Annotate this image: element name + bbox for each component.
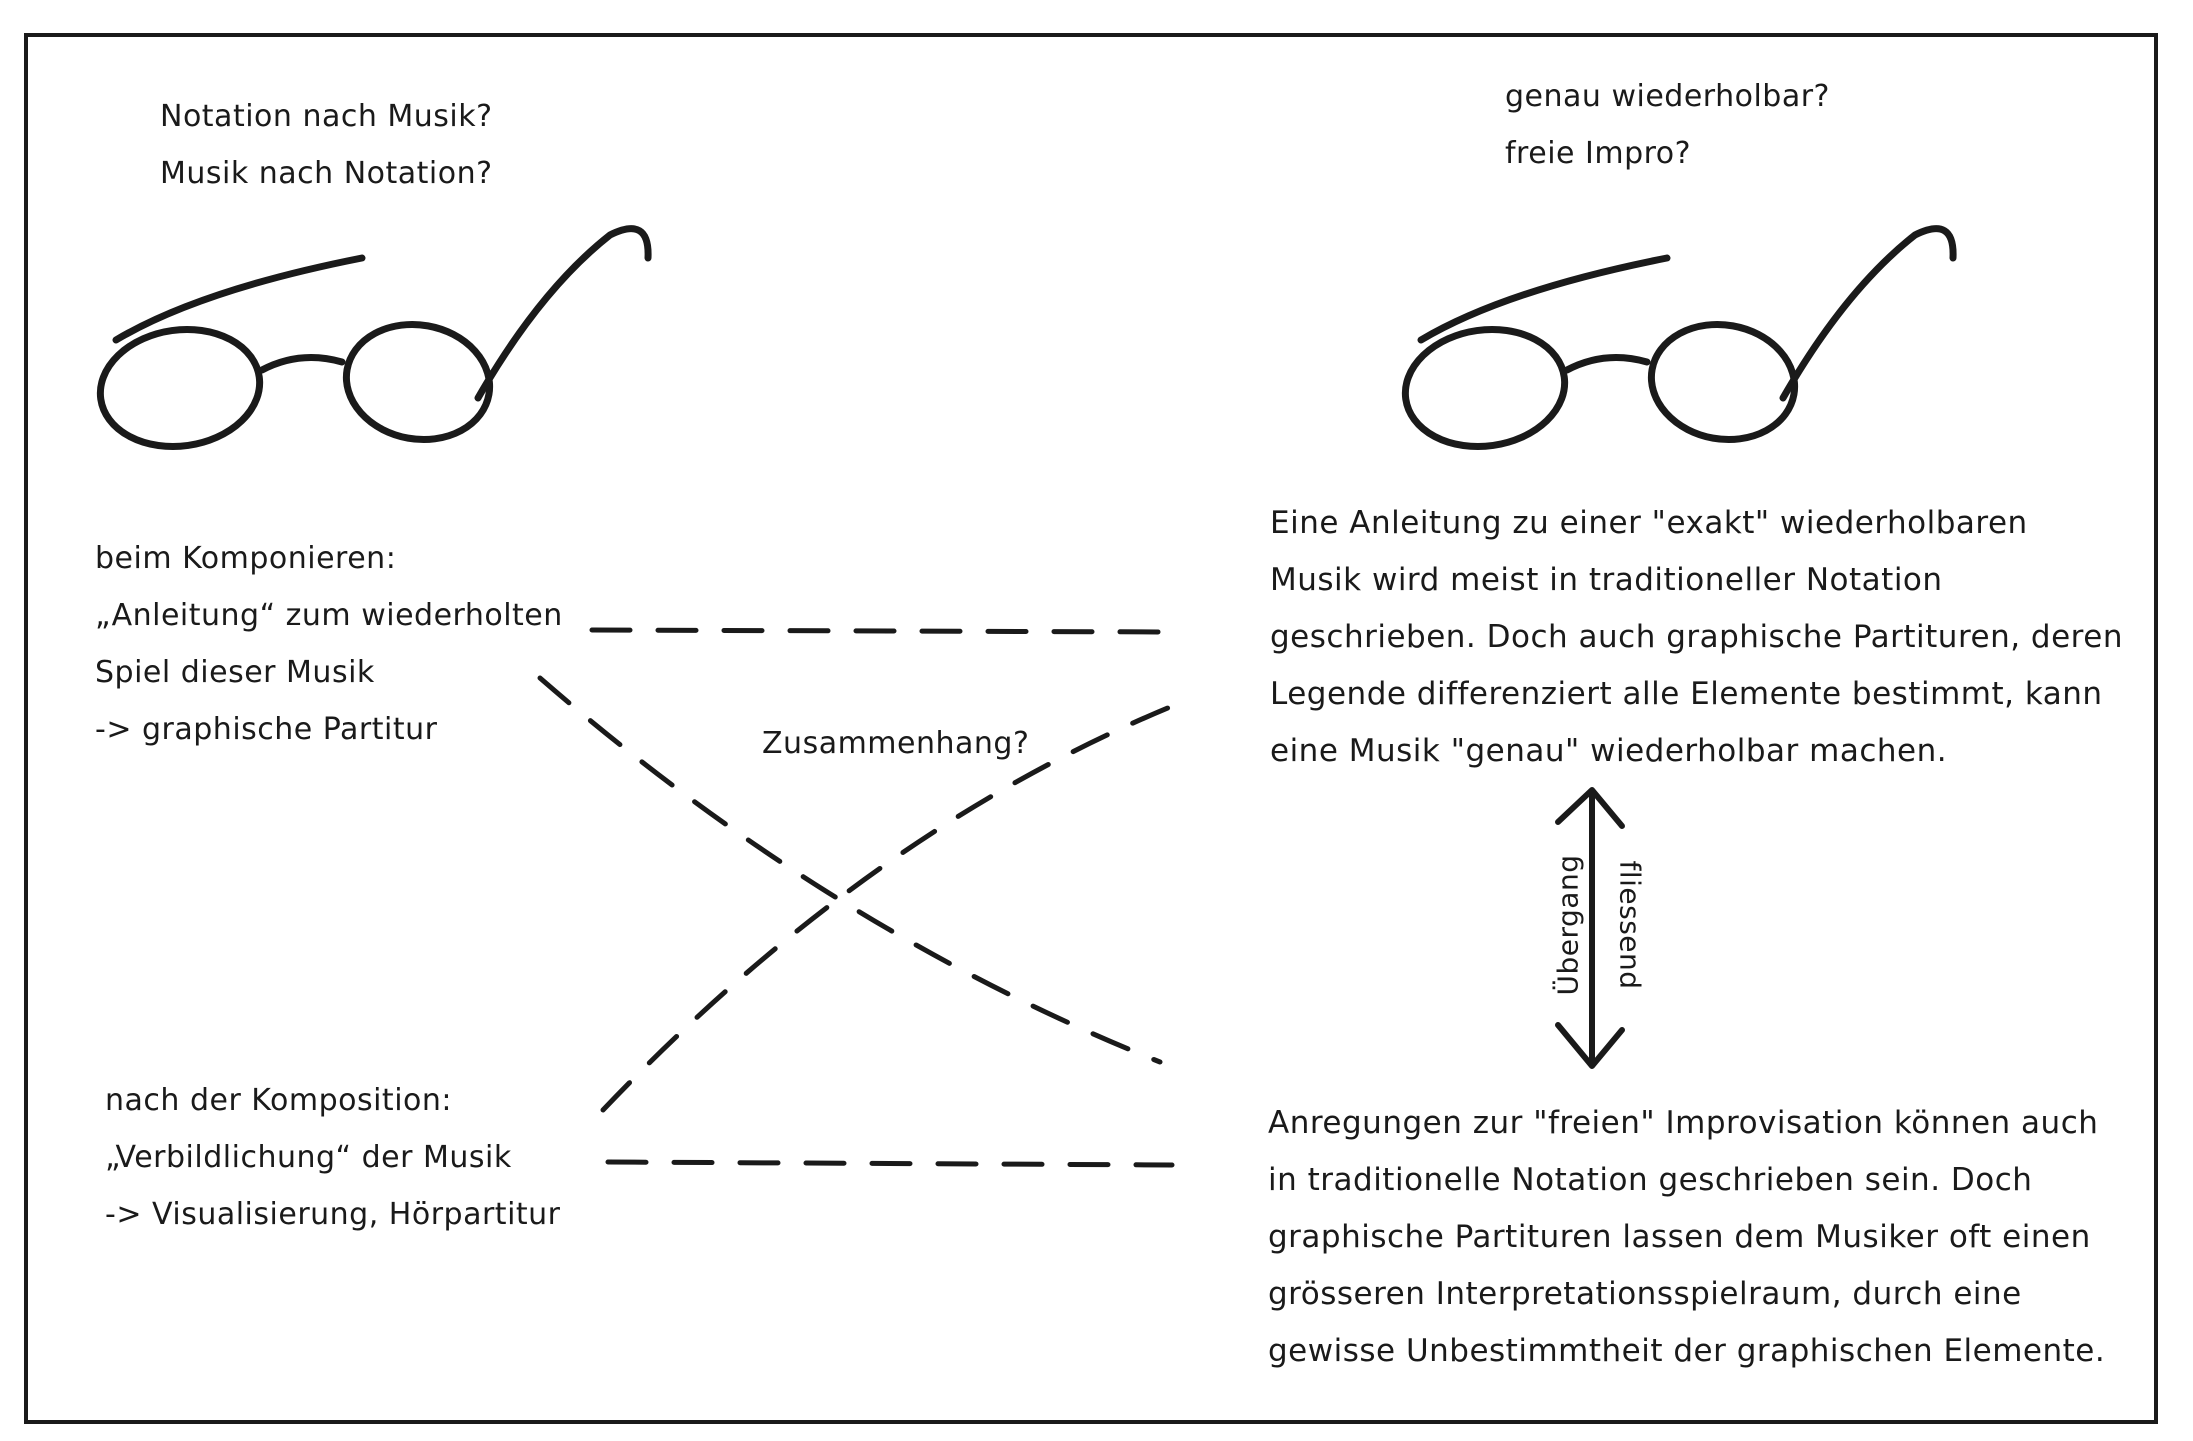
exact-repetition-block: Eine Anleitung zu einer "exakt" wiederho… xyxy=(1270,495,2123,780)
after-line: nach der Komposition: xyxy=(105,1083,453,1118)
impro-line: gewisse Unbestimmtheit der graphischen E… xyxy=(1268,1333,2106,1369)
bottom-dashed-line xyxy=(605,1159,1175,1168)
composing-line: -> graphische Partitur xyxy=(95,712,438,747)
arrow-label-fliessend: fliessend xyxy=(1613,860,1647,990)
page-frame xyxy=(24,33,2158,1424)
left-question: Notation nach Musik? Musik nach Notation… xyxy=(160,88,493,202)
exact-line: geschrieben. Doch auch graphische Partit… xyxy=(1270,619,2123,655)
improvisation-block: Anregungen zur "freien" Improvisation kö… xyxy=(1268,1095,2105,1380)
impro-line: graphische Partituren lassen dem Musiker… xyxy=(1268,1219,2091,1255)
impro-line: grösseren Interpretationsspielraum, durc… xyxy=(1268,1276,2022,1312)
exact-line: Musik wird meist in traditioneller Notat… xyxy=(1270,562,1943,598)
impro-line: Anregungen zur "freien" Improvisation kö… xyxy=(1268,1105,2099,1141)
exact-line: eine Musik "genau" wiederholbar machen. xyxy=(1270,733,1948,769)
right-question: genau wiederholbar? freie Impro? xyxy=(1505,68,1830,182)
glasses-icon xyxy=(1401,225,1957,451)
right-question-line: freie Impro? xyxy=(1505,136,1692,171)
arrow-label-uebergang: Übergang xyxy=(1551,854,1585,996)
exact-line: Eine Anleitung zu einer "exakt" wiederho… xyxy=(1270,505,2028,541)
composing-line: beim Komponieren: xyxy=(95,541,397,576)
center-label: Zusammenhang? xyxy=(762,726,1030,761)
after-line: -> Visualisierung, Hörpartitur xyxy=(105,1197,561,1232)
impro-line: in traditionelle Notation geschrieben se… xyxy=(1268,1162,2033,1198)
composing-line: Spiel dieser Musik xyxy=(95,655,375,690)
after-line: „Verbildlichung“ der Musik xyxy=(105,1140,512,1175)
glasses-icon xyxy=(96,225,652,451)
cross-line-up xyxy=(600,702,1178,1113)
left-question-line: Notation nach Musik? xyxy=(160,99,493,134)
composing-line: „Anleitung“ zum wiederholten xyxy=(95,598,563,633)
exact-line: Legende differenziert alle Elemente best… xyxy=(1270,676,2103,712)
after-composition-block: nach der Komposition: „Verbildlichung“ d… xyxy=(105,1072,561,1243)
left-question-line: Musik nach Notation? xyxy=(160,156,493,191)
dashed-connectors xyxy=(537,627,1178,1168)
composing-block: beim Komponieren: „Anleitung“ zum wieder… xyxy=(95,530,563,758)
double-arrow-vertical-icon xyxy=(1555,787,1625,1069)
right-question-line: genau wiederholbar? xyxy=(1505,79,1830,114)
top-dashed-line xyxy=(589,627,1178,635)
cross-line-down xyxy=(537,675,1163,1065)
